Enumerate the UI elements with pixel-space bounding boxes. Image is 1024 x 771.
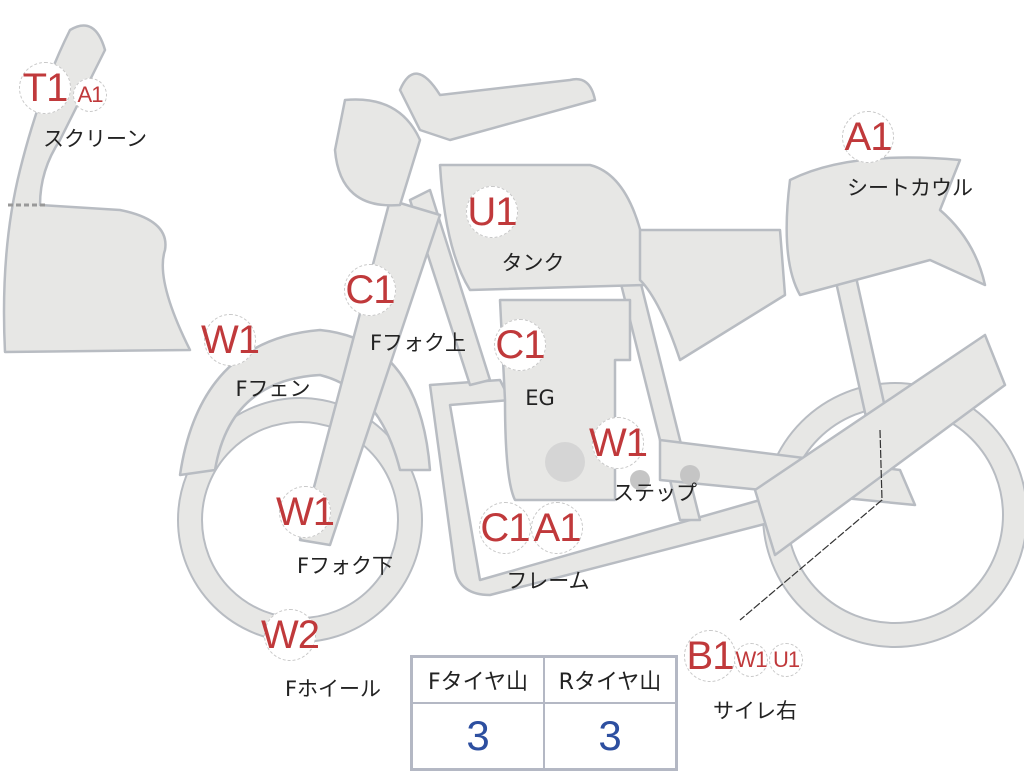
badge-frame-a1: A1 [531, 502, 583, 554]
label-step: ステップ [613, 481, 697, 505]
label-fender: Fフェン [235, 377, 311, 401]
seat-cowl [785, 156, 987, 297]
front-tire-value: 3 [410, 702, 545, 771]
rear-tire-value: 3 [543, 702, 678, 771]
label-wheel: Fホイール [284, 677, 382, 701]
label-frame: フレーム [506, 569, 590, 593]
badge-fender-w1: W1 [201, 314, 260, 366]
label-muffler: サイレ右 [713, 699, 797, 723]
badge-tank-u1: U1 [466, 186, 518, 238]
badge-frame-c1: C1 [479, 502, 531, 554]
badge-wheel-w2: W2 [261, 609, 320, 661]
label-tank: タンク [501, 251, 565, 275]
front-fork [298, 198, 442, 547]
label-fork-lower: Fフォク下 [296, 554, 394, 578]
rear-tire-header: Rタイヤ山 [543, 655, 678, 704]
tire-tread-table: Fタイヤ山 Rタイヤ山 3 3 [410, 655, 678, 771]
badge-step-w1: W1 [589, 417, 648, 469]
handlebar [398, 72, 597, 142]
front-tire-header: Fタイヤ山 [410, 655, 545, 704]
badge-screen-t1: T1 [19, 62, 71, 114]
label-seatcowl: シートカウル [847, 176, 973, 200]
badge-engine-c1: C1 [494, 319, 546, 371]
frame-part [428, 378, 782, 597]
badge-muffler-b1: B1 [684, 630, 736, 682]
label-fork-upper: Fフォク上 [369, 331, 467, 355]
headlight [333, 98, 422, 207]
badge-fork-lower-w1: W1 [276, 486, 335, 538]
badge-fork-upper-c1: C1 [344, 264, 396, 316]
label-engine: EG [525, 386, 555, 410]
badge-muffler-u1: U1 [769, 643, 803, 677]
label-screen: スクリーン [43, 127, 147, 151]
badge-screen-a1: A1 [73, 78, 107, 112]
badge-muffler-w1: W1 [734, 643, 768, 677]
badge-seatcowl-a1: A1 [842, 111, 894, 163]
